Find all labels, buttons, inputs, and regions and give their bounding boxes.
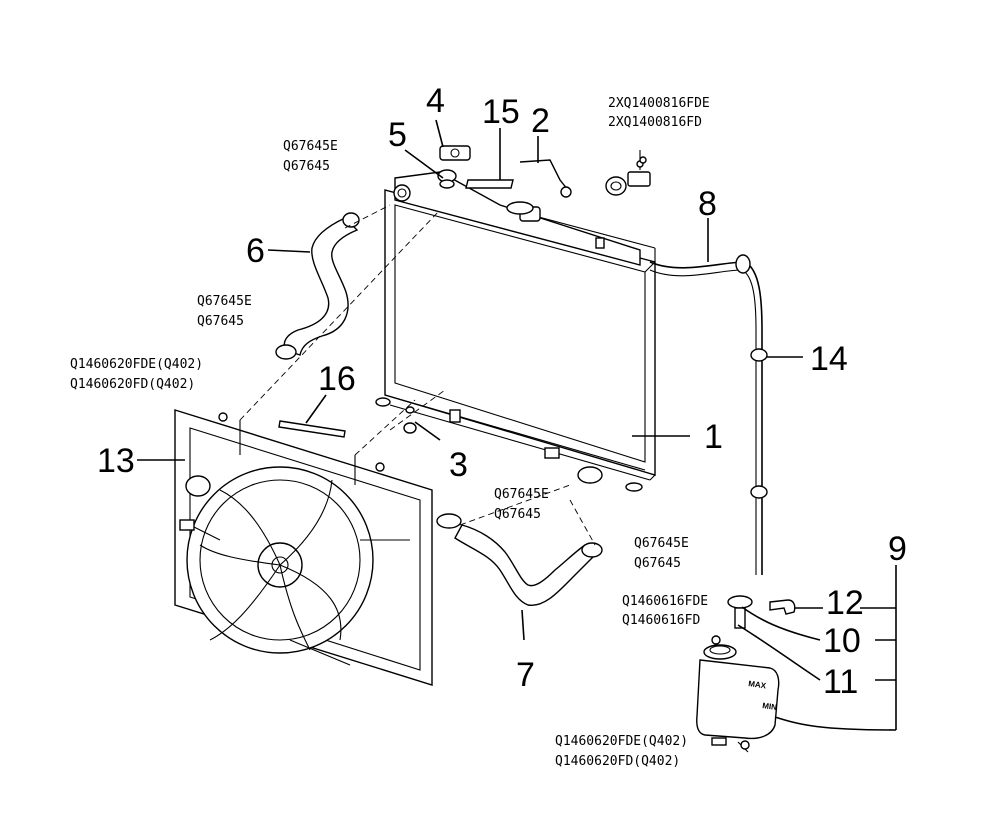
callout-2: 2: [531, 102, 550, 140]
part-number: Q1460620FDE(Q402): [555, 734, 688, 749]
callout-1: 1: [704, 418, 723, 456]
overflow-hose: [649, 254, 768, 575]
part-number: Q67645: [494, 507, 541, 522]
part-number-labels: 2XQ1400816FDE 2XQ1400816FD Q67645E Q6764…: [70, 96, 710, 769]
lower-radiator-hose: [436, 513, 603, 606]
lower-mount-rubber: [403, 406, 417, 434]
upper-mount-bracket: [437, 145, 471, 189]
fastener-bolts: [639, 156, 750, 750]
callout-8: 8: [698, 185, 717, 223]
part-number: Q67645: [197, 314, 244, 329]
callout-14: 14: [810, 340, 848, 378]
callout-6: 6: [246, 232, 265, 270]
callout-11: 11: [823, 663, 858, 701]
callout-10: 10: [823, 622, 861, 660]
part-number: Q67645: [634, 556, 681, 571]
coolant-reservoir: [696, 644, 780, 753]
part-number: Q67645E: [494, 487, 549, 502]
callout-numbers: 1 2 3 4 5 6 7 8 9 10 11 12 13 14 15 16: [97, 82, 907, 701]
leader-lines: [137, 119, 897, 731]
max-mark: MAX: [748, 679, 768, 690]
part-number: Q67645: [283, 159, 330, 174]
part-number: 2XQ1400816FD: [608, 115, 702, 130]
callout-9: 9: [888, 530, 907, 568]
part-number: 2XQ1400816FDE: [608, 96, 710, 111]
part-number: Q1460620FD(Q402): [70, 377, 195, 392]
reservoir-level-marks: MAX MIN: [748, 679, 778, 712]
part-number: Q1460620FDE(Q402): [70, 357, 203, 372]
callout-13: 13: [97, 442, 135, 480]
callout-12: 12: [826, 584, 864, 622]
radiator-drain-plug: [519, 159, 572, 198]
part-number: Q67645E: [634, 536, 689, 551]
radiator-label-strip: [465, 179, 514, 189]
fan-label-strip: [278, 420, 346, 438]
callout-16: 16: [318, 360, 356, 398]
part-number: Q1460616FDE: [622, 594, 708, 609]
callout-5: 5: [388, 116, 407, 154]
reservoir-cap-assembly: [727, 595, 796, 629]
cooling-fan-shroud: [174, 409, 433, 686]
upper-right-mount: [605, 150, 651, 196]
callout-4: 4: [426, 82, 445, 120]
part-number: Q67645E: [197, 294, 252, 309]
upper-radiator-hose: [275, 212, 360, 360]
min-mark: MIN: [762, 701, 778, 712]
radiator-core: [375, 171, 656, 492]
part-number: Q1460616FD: [622, 613, 700, 628]
part-number: Q67645E: [283, 139, 338, 154]
callout-7: 7: [516, 656, 535, 694]
callout-3: 3: [449, 446, 468, 484]
part-number: Q1460620FD(Q402): [555, 754, 680, 769]
callout-15: 15: [482, 93, 520, 131]
assembly-dashed-lines: [239, 204, 596, 546]
